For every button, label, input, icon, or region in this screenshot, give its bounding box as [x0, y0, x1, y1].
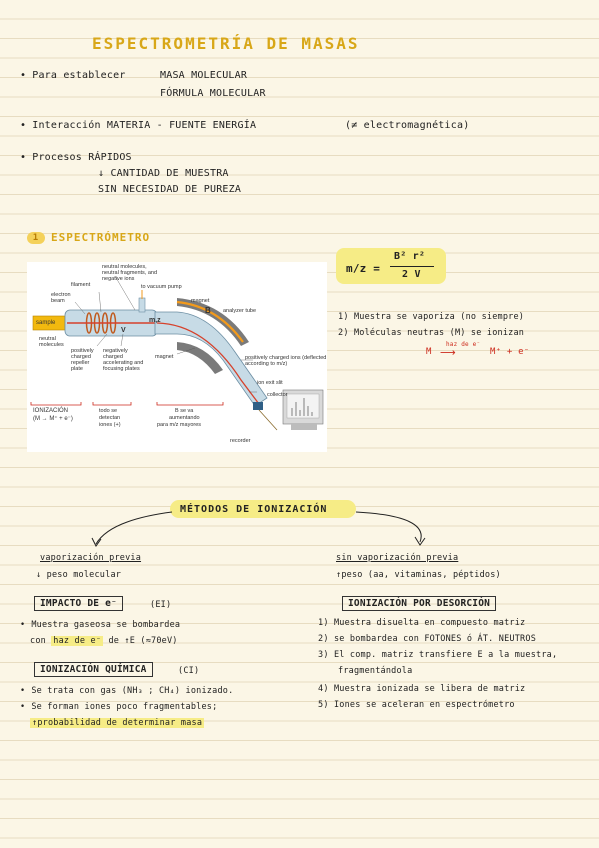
step-1: 1) Muestra se vaporiza (no siempre)	[338, 312, 525, 322]
page-title: ESPECTROMETRÍA DE MASAS	[92, 34, 360, 53]
m1-line1: Muestra gaseosa se bombardea	[20, 620, 180, 630]
right-step-3b: fragmentándola	[338, 666, 413, 676]
m2-bullet2: Se forman iones poco fragmentables;	[20, 702, 217, 712]
left-sub: ↓ peso molecular	[36, 570, 122, 580]
methods-title: MÉTODOS DE IONIZACIÓN	[180, 504, 328, 515]
diagram-label-neutral-molecules: neutral molecules	[39, 336, 64, 348]
reaction-arrow-icon: ⟶	[440, 346, 456, 359]
note-b-2: aumentando	[169, 415, 200, 421]
right-step-4: 4) Muestra ionizada se libera de matriz	[318, 684, 526, 694]
formula-numerator: B² r²	[394, 251, 426, 262]
reaction-right: M⁺ + e⁻	[490, 347, 530, 357]
diagram-label-collector: collector	[267, 392, 288, 398]
note-b-1: B se va	[175, 408, 194, 414]
left-heading: vaporización previa	[40, 553, 142, 563]
formula-lhs: m/z =	[346, 262, 381, 275]
right-step-3a: 3) El comp. matriz transfiere E a la mue…	[318, 650, 558, 660]
right-sub: ↑peso (aa, vitaminas, péptidos)	[336, 570, 501, 580]
right-title-box: IONIZACIÓN POR DESORCIÓN	[342, 596, 497, 611]
diagram-label-ion-exit-slit: ion exit slit	[257, 380, 283, 386]
formula-molecular: FÓRMULA MOLECULAR	[160, 88, 266, 99]
section-title-text: ESPECTRÓMETRO	[51, 231, 151, 244]
note-ionizacion: IONIZACIÓN	[33, 408, 69, 414]
reaction-arrow-label: haz de e⁻	[446, 341, 481, 348]
spectrometer-illustration	[30, 275, 324, 431]
diagram-label-neutral-top: neutral molecules, neutral fragments, an…	[102, 264, 158, 282]
diagram-label-v: V	[121, 327, 126, 334]
formula-fraction-bar	[390, 266, 434, 267]
m2-bullet3: ↑probabilidad de determinar masa	[30, 718, 205, 728]
note-b-3: para m/z mayores	[157, 422, 202, 428]
right-step-2: 2) se bombardea con FOTONES ó ÁT. NEUTRO…	[318, 634, 537, 644]
right-step-5: 5) Iones se aceleran en espectrómetro	[318, 700, 515, 710]
diagram-label-mz: m,z	[149, 317, 161, 324]
diagram-label-magnet-bottom: magnet	[155, 354, 174, 360]
interaccion-paren: (≠ electromagnética)	[345, 120, 470, 131]
diagram-label-positive-ions: positively charged ions (deflected accor…	[245, 355, 327, 367]
step-2: 2) Moléculas neutras (M) se ionizan	[338, 328, 525, 338]
section-espectrometro: 1 ESPECTRÓMETRO	[27, 231, 150, 244]
note-detect-2: detectan	[99, 415, 121, 421]
right-heading: sin vaporización previa	[336, 553, 459, 563]
masa-molecular: MASA MOLECULAR	[160, 70, 248, 81]
formula-denominator: 2 V	[402, 269, 421, 280]
methods-title-highlight	[170, 500, 356, 518]
diagram-label-accelerating-plates: negatively charged accelerating and focu…	[103, 348, 144, 372]
diagram-label-b-vector: B	[205, 306, 211, 315]
diagram-label-electron-beam: electron beam	[51, 292, 71, 304]
section-number-badge: 1	[27, 232, 45, 244]
diagram-label-repeller: positively charged repeller plate	[71, 348, 94, 372]
sin-pureza: SIN NECESIDAD DE PUREZA	[98, 184, 242, 195]
diagram-label-sample: sample	[36, 320, 56, 326]
note-ionizacion-reaction: (M → M⁺ + e⁻)	[33, 416, 73, 422]
diagram-label-filament: filament	[71, 282, 91, 288]
m1-line2: con haz de e⁻ de ↑E (≈70eV)	[30, 636, 178, 646]
diagram-label-recorder: recorder	[230, 438, 251, 444]
m2-abbr: (CI)	[178, 666, 200, 676]
note-detect-1: todo se	[99, 408, 118, 414]
m2-bullet1: Se trata con gas (NH₃ ; CH₄) ionizado.	[20, 686, 233, 696]
right-step-1: 1) Muestra disuelta en compuesto matriz	[318, 618, 526, 628]
diagram-label-magnet-top: magnet	[191, 298, 210, 304]
bullet-interaccion: Interacción MATERIA - FUENTE ENERGÍA	[20, 120, 256, 131]
diagram-label-analyzer-tube: analyzer tube	[223, 308, 257, 314]
cantidad-muestra: ↓ CANTIDAD DE MUESTRA	[98, 168, 229, 179]
bullet-establecer: Para establecer	[20, 70, 126, 81]
bullet-procesos: Procesos RÁPIDOS	[20, 152, 132, 163]
m2-title-box: IONIZACIÓN QUÍMICA	[34, 662, 153, 677]
mass-spectrometer-diagram: sample filament electron beam neutral mo…	[27, 262, 327, 452]
diagram-label-vacuum-pump: to vacuum pump	[141, 284, 182, 290]
m1-abbr: (EI)	[150, 600, 172, 610]
m1-title-box: IMPACTO DE e⁻	[34, 596, 123, 611]
note-detect-3: iones (+)	[99, 422, 121, 428]
reaction-left: M	[426, 347, 432, 357]
